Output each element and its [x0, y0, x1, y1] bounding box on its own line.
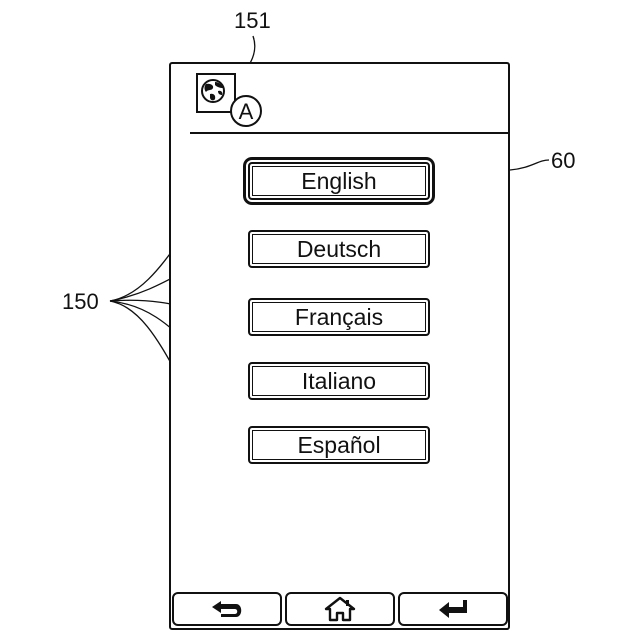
- ref-label-151: 151: [234, 10, 271, 32]
- back-arrow-icon: [207, 598, 247, 620]
- home-icon: [323, 596, 357, 622]
- language-button-italiano[interactable]: Italiano: [248, 362, 430, 400]
- language-label: Français: [295, 304, 383, 331]
- ref-label-150: 150: [62, 291, 99, 313]
- language-button-francais[interactable]: Français: [248, 298, 430, 336]
- language-button-deutsch[interactable]: Deutsch: [248, 230, 430, 268]
- device-screen: [169, 62, 510, 630]
- language-button-espanol[interactable]: Español: [248, 426, 430, 464]
- ref-label-60: 60: [551, 150, 575, 172]
- language-label: Deutsch: [297, 236, 381, 263]
- language-button-english[interactable]: English: [248, 162, 430, 200]
- letter-a-badge: A: [229, 94, 263, 128]
- enter-button[interactable]: [398, 592, 508, 626]
- badge-letter: A: [239, 99, 254, 124]
- leader-60: [510, 160, 549, 170]
- language-label: Italiano: [302, 368, 376, 395]
- back-button[interactable]: [172, 592, 282, 626]
- enter-icon: [433, 598, 473, 620]
- language-label: English: [301, 168, 376, 195]
- language-label: Español: [297, 432, 380, 459]
- header-divider: [190, 132, 510, 134]
- home-button[interactable]: [285, 592, 395, 626]
